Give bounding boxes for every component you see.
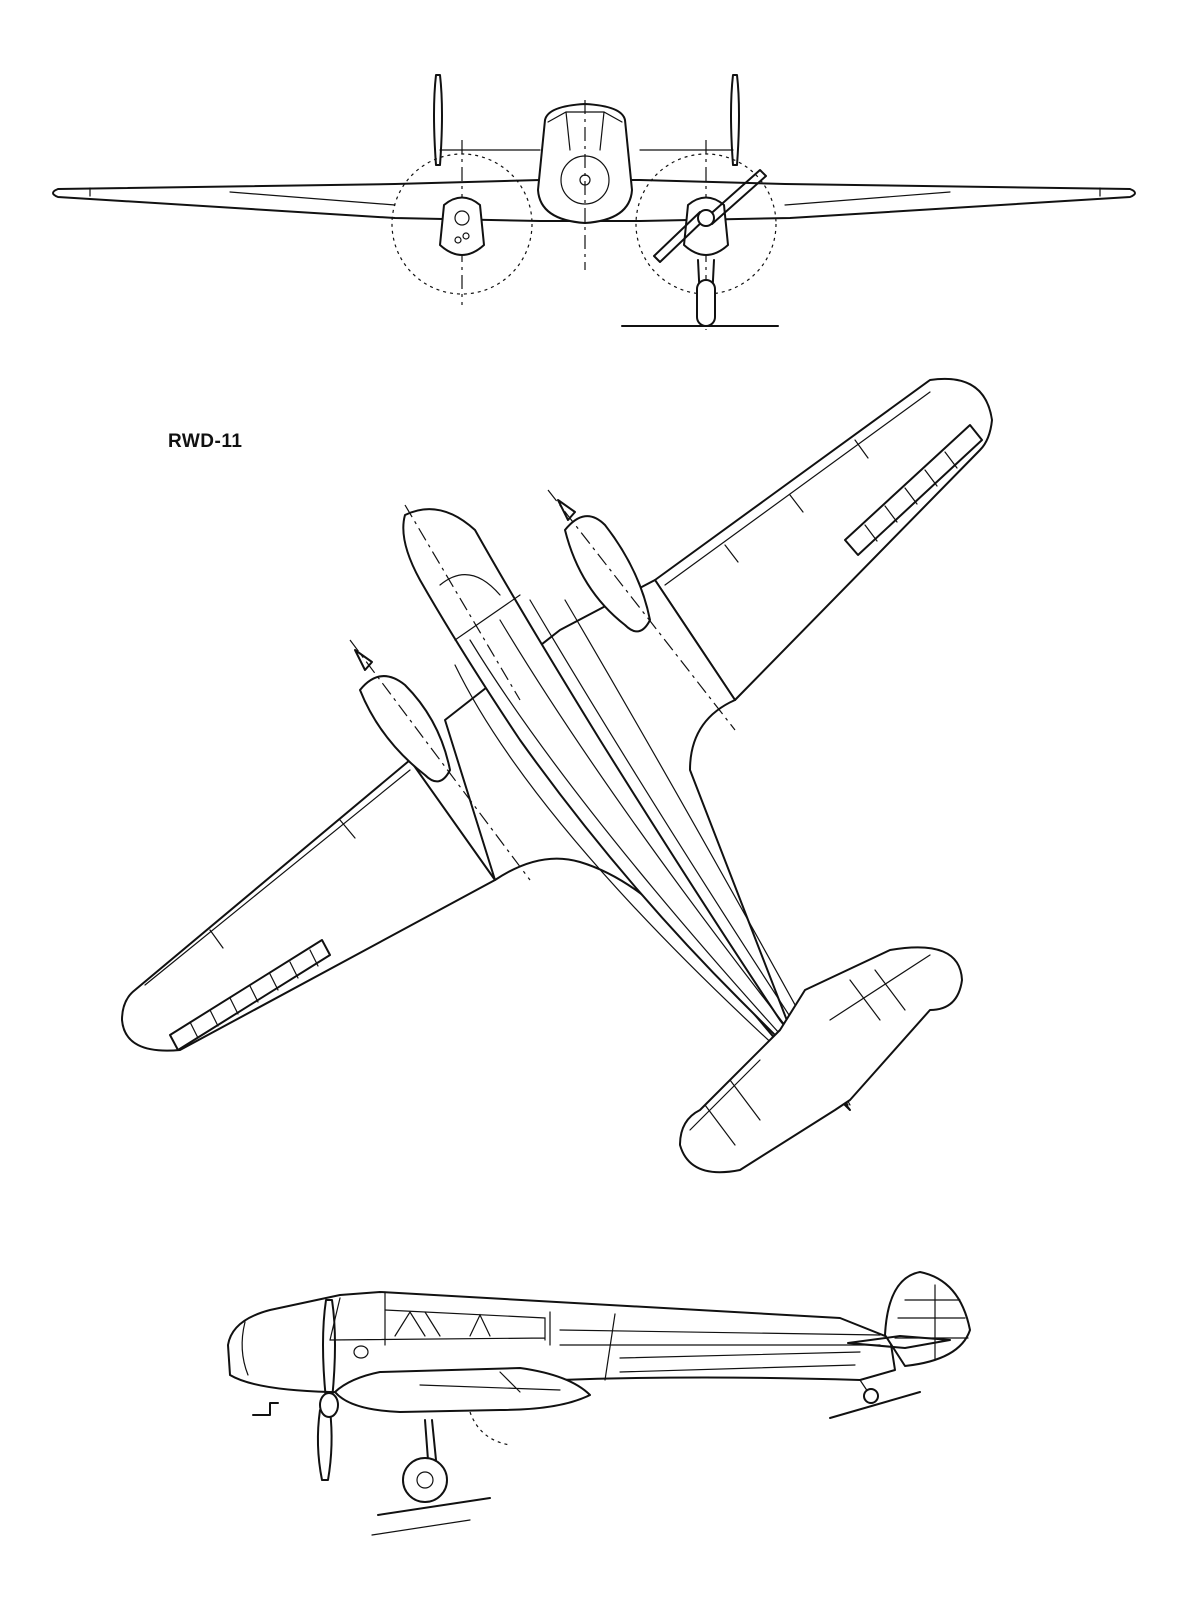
plan-view <box>121 377 993 1174</box>
front-view <box>52 74 1136 330</box>
aircraft-designation: RWD-11 <box>168 431 243 452</box>
side-view <box>227 1271 971 1536</box>
